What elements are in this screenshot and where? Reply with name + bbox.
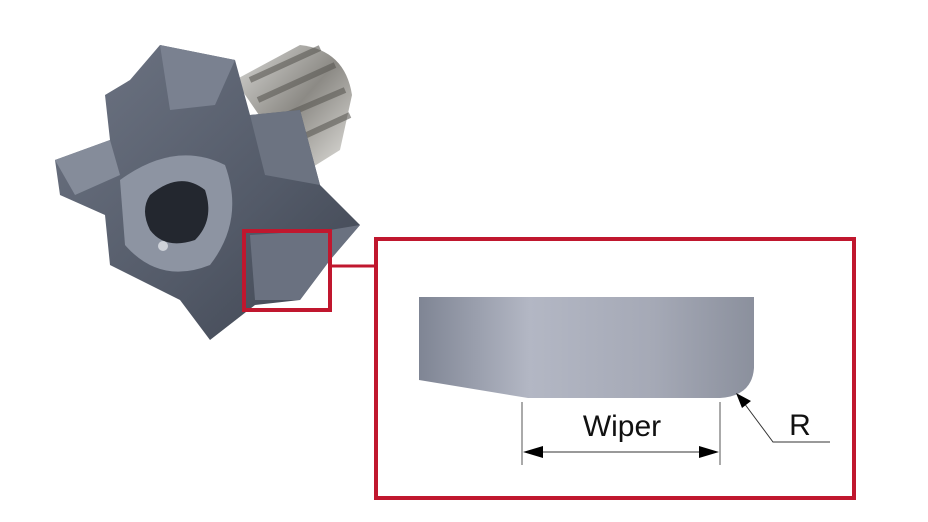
wiper-label: Wiper <box>583 410 661 443</box>
insert-edge-profile <box>419 297 754 398</box>
detail-frame <box>374 237 856 500</box>
detail-marker-box <box>242 229 332 312</box>
wiper-dimension <box>521 402 721 465</box>
radius-label: R <box>789 409 811 442</box>
milling-cutter-image <box>55 45 360 340</box>
radius-leader <box>736 393 830 443</box>
cutter-head <box>55 45 360 340</box>
threaded-shank <box>235 45 352 175</box>
